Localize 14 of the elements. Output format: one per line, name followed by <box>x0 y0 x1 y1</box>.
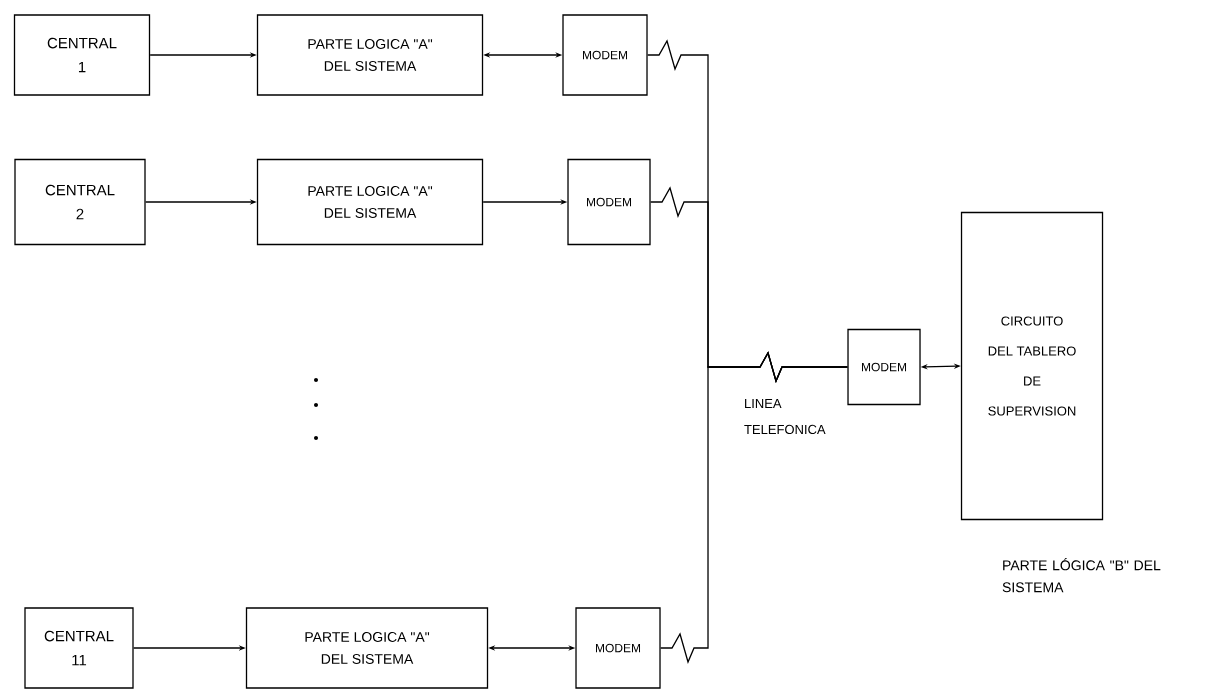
block-box: CIRCUITO DEL TABLERO DE SUPERVISION <box>960 211 1104 521</box>
connector-line <box>660 351 848 664</box>
block-box: MODEM <box>567 158 651 246</box>
block-box: PARTE LOGICA "A" DEL SISTEMA <box>256 158 484 246</box>
block-box: MODEM <box>575 607 661 689</box>
block-box: PARTE LOGICA "A" DEL SISTEMA <box>256 14 484 96</box>
block-box: MODEM <box>562 14 648 96</box>
block-box: PARTE LOGICA "A" DEL SISTEMA <box>245 607 489 689</box>
block-box: CENTRAL 11 <box>24 607 134 689</box>
block-box: CENTRAL 2 <box>14 158 146 246</box>
line-label: LINEA TELEFONICA <box>744 399 826 435</box>
block-box: CENTRAL 1 <box>13 14 151 96</box>
block-box: MODEM <box>847 328 921 406</box>
caption-text: PARTE LÓGICA "B" DEL SISTEMA <box>1002 558 1161 593</box>
